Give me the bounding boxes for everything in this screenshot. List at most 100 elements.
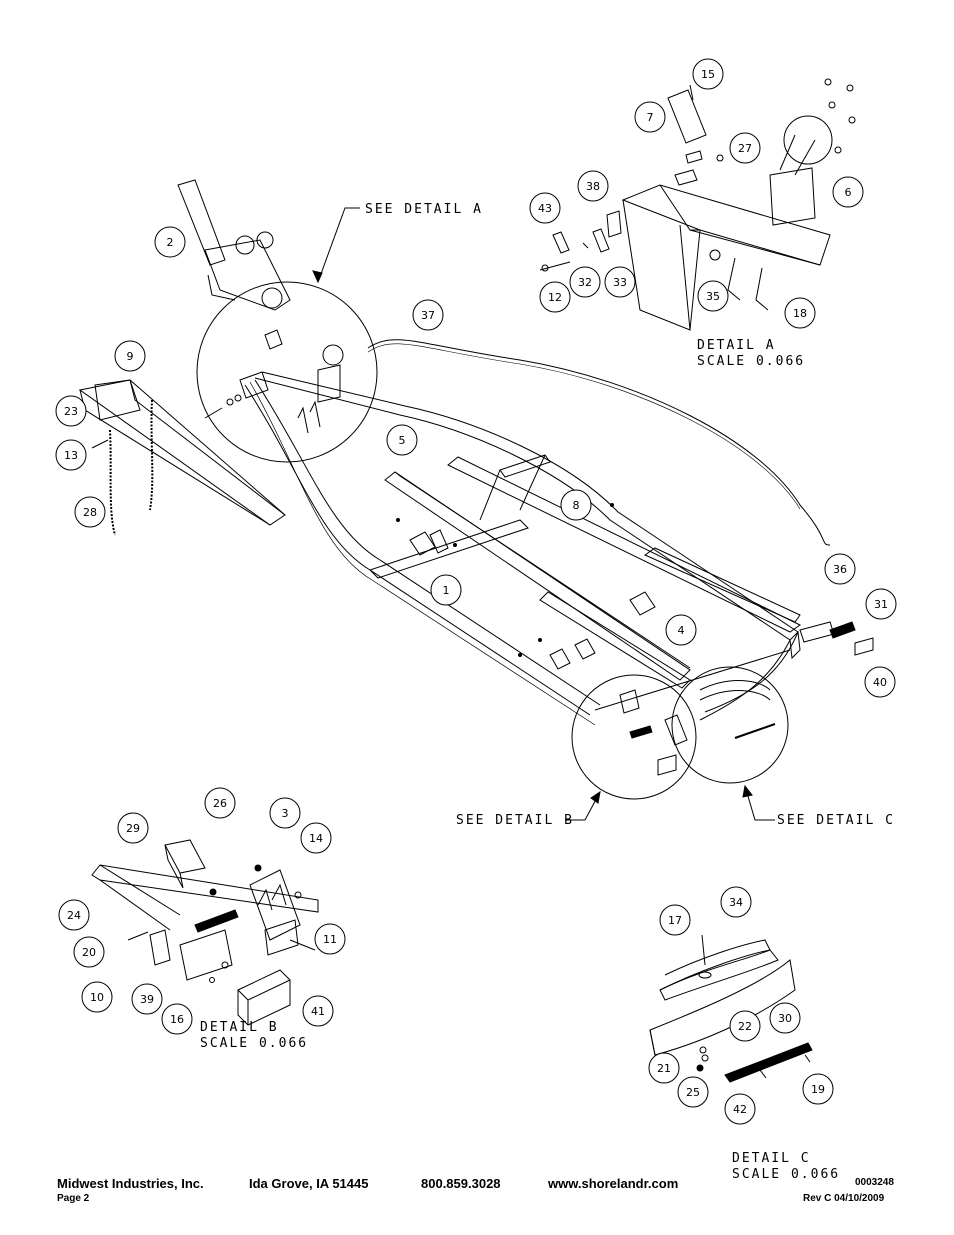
callout-label: 3: [282, 807, 289, 820]
callout-16: 16: [161, 1003, 193, 1035]
callout-label: 30: [778, 1012, 792, 1025]
callout-label: 42: [733, 1103, 747, 1116]
callout-10: 10: [81, 981, 113, 1013]
callout-label: 28: [83, 506, 97, 519]
trailer-frame: [239, 371, 801, 726]
callout-25: 25: [677, 1076, 709, 1108]
callout-label: 22: [738, 1020, 752, 1033]
callout-label: 15: [701, 68, 715, 81]
callout-label: 4: [678, 624, 685, 637]
callout-28: 28: [74, 496, 106, 528]
detail-b-circle: [571, 674, 697, 800]
callout-label: 25: [686, 1086, 700, 1099]
callout-label: 26: [213, 797, 227, 810]
callout-40: 40: [864, 666, 896, 698]
callout-7: 7: [634, 101, 666, 133]
callout-11: 11: [314, 923, 346, 955]
callout-label: 11: [323, 933, 337, 946]
callout-2: 2: [154, 226, 186, 258]
callout-label: 5: [399, 434, 406, 447]
caption-detail-b-scale: SCALE 0.066: [200, 1036, 309, 1051]
callout-12: 12: [539, 281, 571, 313]
callout-group: 1234567891011121314151617181920212223242…: [55, 58, 897, 1125]
tongue-assembly: [78, 379, 286, 536]
callout-27: 27: [729, 132, 761, 164]
callout-17: 17: [659, 904, 691, 936]
callout-9: 9: [114, 340, 146, 372]
callout-24: 24: [58, 899, 90, 931]
caption-detail-c-scale: SCALE 0.066: [732, 1167, 841, 1182]
footer-company: Midwest Industries, Inc.: [57, 1176, 204, 1191]
callout-35: 35: [697, 280, 729, 312]
callout-39: 39: [131, 983, 163, 1015]
footer-website[interactable]: www.shorelandr.com: [548, 1176, 679, 1191]
footer-doc-number: 0003248: [855, 1177, 894, 1188]
callout-4: 4: [665, 614, 697, 646]
callout-label: 41: [311, 1005, 325, 1018]
callout-33: 33: [604, 266, 636, 298]
callout-18: 18: [784, 297, 816, 329]
callout-label: 16: [170, 1013, 184, 1026]
callout-37: 37: [412, 299, 444, 331]
callout-8: 8: [560, 489, 592, 521]
callout-label: 34: [729, 896, 743, 909]
callout-6: 6: [832, 176, 864, 208]
callout-26: 26: [204, 787, 236, 819]
callout-label: 23: [64, 405, 78, 418]
callout-38: 38: [577, 170, 609, 202]
detail-c-circle: [671, 666, 789, 784]
callout-label: 12: [548, 291, 562, 304]
callout-label: 2: [167, 236, 174, 249]
caption-detail-a: DETAIL A: [697, 338, 776, 353]
footer-phone: 800.859.3028: [421, 1176, 501, 1191]
caption-see-detail-c: SEE DETAIL C: [777, 813, 895, 828]
callout-label: 43: [538, 202, 552, 215]
callout-label: 1: [443, 584, 450, 597]
callout-label: 38: [586, 180, 600, 193]
callout-label: 9: [127, 350, 134, 363]
callout-label: 39: [140, 993, 154, 1006]
callout-3: 3: [269, 797, 301, 829]
callout-label: 7: [647, 111, 654, 124]
winch-cable: [367, 339, 831, 546]
callout-label: 13: [64, 449, 78, 462]
callout-label: 17: [668, 914, 682, 927]
callout-label: 20: [82, 946, 96, 959]
leader-see-detail-a: [317, 207, 360, 283]
callout-30: 30: [769, 1002, 801, 1034]
callout-34: 34: [720, 886, 752, 918]
callout-36: 36: [824, 553, 856, 585]
callout-13: 13: [55, 439, 87, 471]
callout-label: 8: [573, 499, 580, 512]
callout-label: 27: [738, 142, 752, 155]
footer-location: Ida Grove, IA 51445: [249, 1176, 369, 1191]
callout-42: 42: [724, 1093, 756, 1125]
callout-5: 5: [386, 424, 418, 456]
callout-20: 20: [73, 936, 105, 968]
callout-label: 36: [833, 563, 847, 576]
callout-label: 18: [793, 307, 807, 320]
callout-19: 19: [802, 1073, 834, 1105]
callout-label: 19: [811, 1083, 825, 1096]
callout-label: 32: [578, 276, 592, 289]
footer-page-number: Page 2: [57, 1193, 90, 1204]
callout-31: 31: [865, 588, 897, 620]
caption-see-detail-a: SEE DETAIL A: [365, 202, 483, 217]
callout-label: 24: [67, 909, 81, 922]
callout-15: 15: [692, 58, 724, 90]
caption-detail-a-scale: SCALE 0.066: [697, 354, 806, 369]
callout-label: 33: [613, 276, 627, 289]
detail-a-view: [539, 78, 856, 331]
callout-23: 23: [55, 395, 87, 427]
caption-see-detail-b: SEE DETAIL B: [456, 813, 574, 828]
caption-detail-b: DETAIL B: [200, 1020, 279, 1035]
callout-label: 21: [657, 1062, 671, 1075]
callout-21: 21: [648, 1052, 680, 1084]
detail-b-view: [91, 839, 319, 1026]
winch-stand: [177, 179, 291, 311]
callout-32: 32: [569, 266, 601, 298]
callout-label: 14: [309, 832, 323, 845]
caption-detail-c: DETAIL C: [732, 1151, 811, 1166]
